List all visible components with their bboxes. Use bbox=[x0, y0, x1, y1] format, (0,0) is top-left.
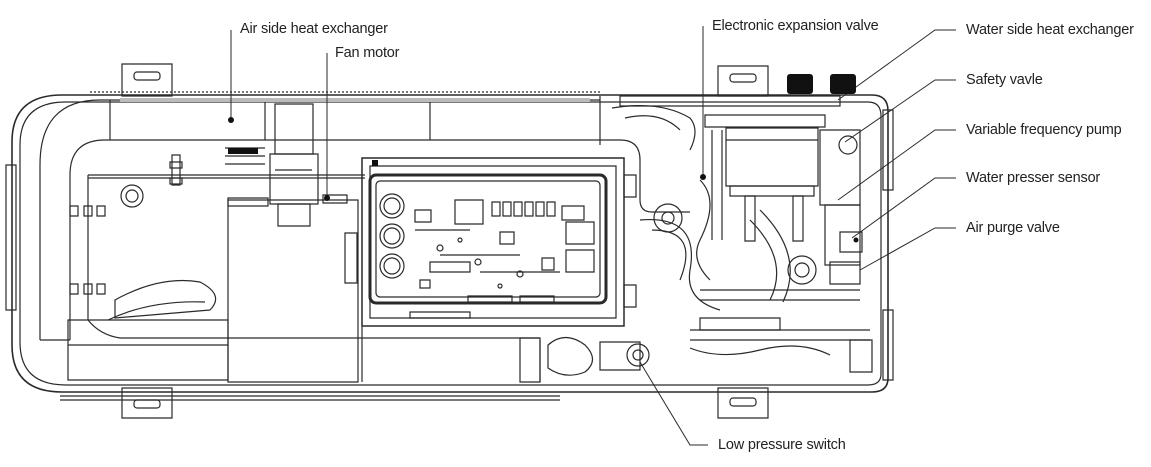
label-fan-motor: Fan motor bbox=[335, 45, 400, 61]
label-air-purge-valve: Air purge valve bbox=[966, 220, 1060, 236]
outer-housing bbox=[6, 95, 893, 400]
marker-fan-motor bbox=[324, 195, 330, 201]
air-side-heat-exchanger bbox=[40, 92, 600, 340]
leader-lines bbox=[231, 26, 956, 445]
leader-low-pressure-switch bbox=[640, 362, 708, 445]
fan-motor bbox=[228, 104, 347, 226]
exchanger-header-block bbox=[228, 148, 258, 154]
label-variable-frequency-pump: Variable frequency pump bbox=[966, 122, 1122, 138]
mounting-brackets bbox=[122, 64, 768, 418]
leader-water-pressure-sensor bbox=[852, 178, 956, 238]
leader-water-side-heat-exchanger bbox=[838, 30, 956, 100]
leader-variable-frequency-pump bbox=[838, 130, 956, 200]
water-connector-knob-left bbox=[787, 74, 813, 94]
label-water-pressure-sensor: Water presser sensor bbox=[966, 170, 1101, 186]
leader-safety-valve bbox=[845, 80, 956, 142]
label-air-side-heat-exchanger: Air side heat exchanger bbox=[240, 21, 388, 37]
marker-water-pressure-sensor bbox=[853, 237, 859, 243]
water-side-heat-exchanger-body bbox=[620, 96, 840, 241]
marker-electronic-expansion-valve bbox=[700, 174, 706, 180]
label-electronic-expansion-valve: Electronic expansion valve bbox=[712, 18, 879, 34]
label-safety-valve: Safety vavle bbox=[966, 72, 1043, 88]
variable-frequency-pump-body bbox=[788, 130, 862, 284]
lower-components bbox=[540, 318, 872, 382]
label-low-pressure-switch: Low pressure switch bbox=[718, 437, 846, 453]
water-connector-knob-right bbox=[830, 74, 856, 94]
label-water-side-heat-exchanger: Water side heat exchanger bbox=[966, 22, 1134, 38]
marker-air-side-heat-exchanger bbox=[228, 117, 234, 123]
leader-air-purge-valve bbox=[860, 228, 956, 270]
control-box bbox=[345, 158, 636, 382]
box-screw bbox=[372, 160, 378, 166]
left-compartment bbox=[68, 155, 365, 382]
refrigerant-piping bbox=[600, 106, 870, 340]
